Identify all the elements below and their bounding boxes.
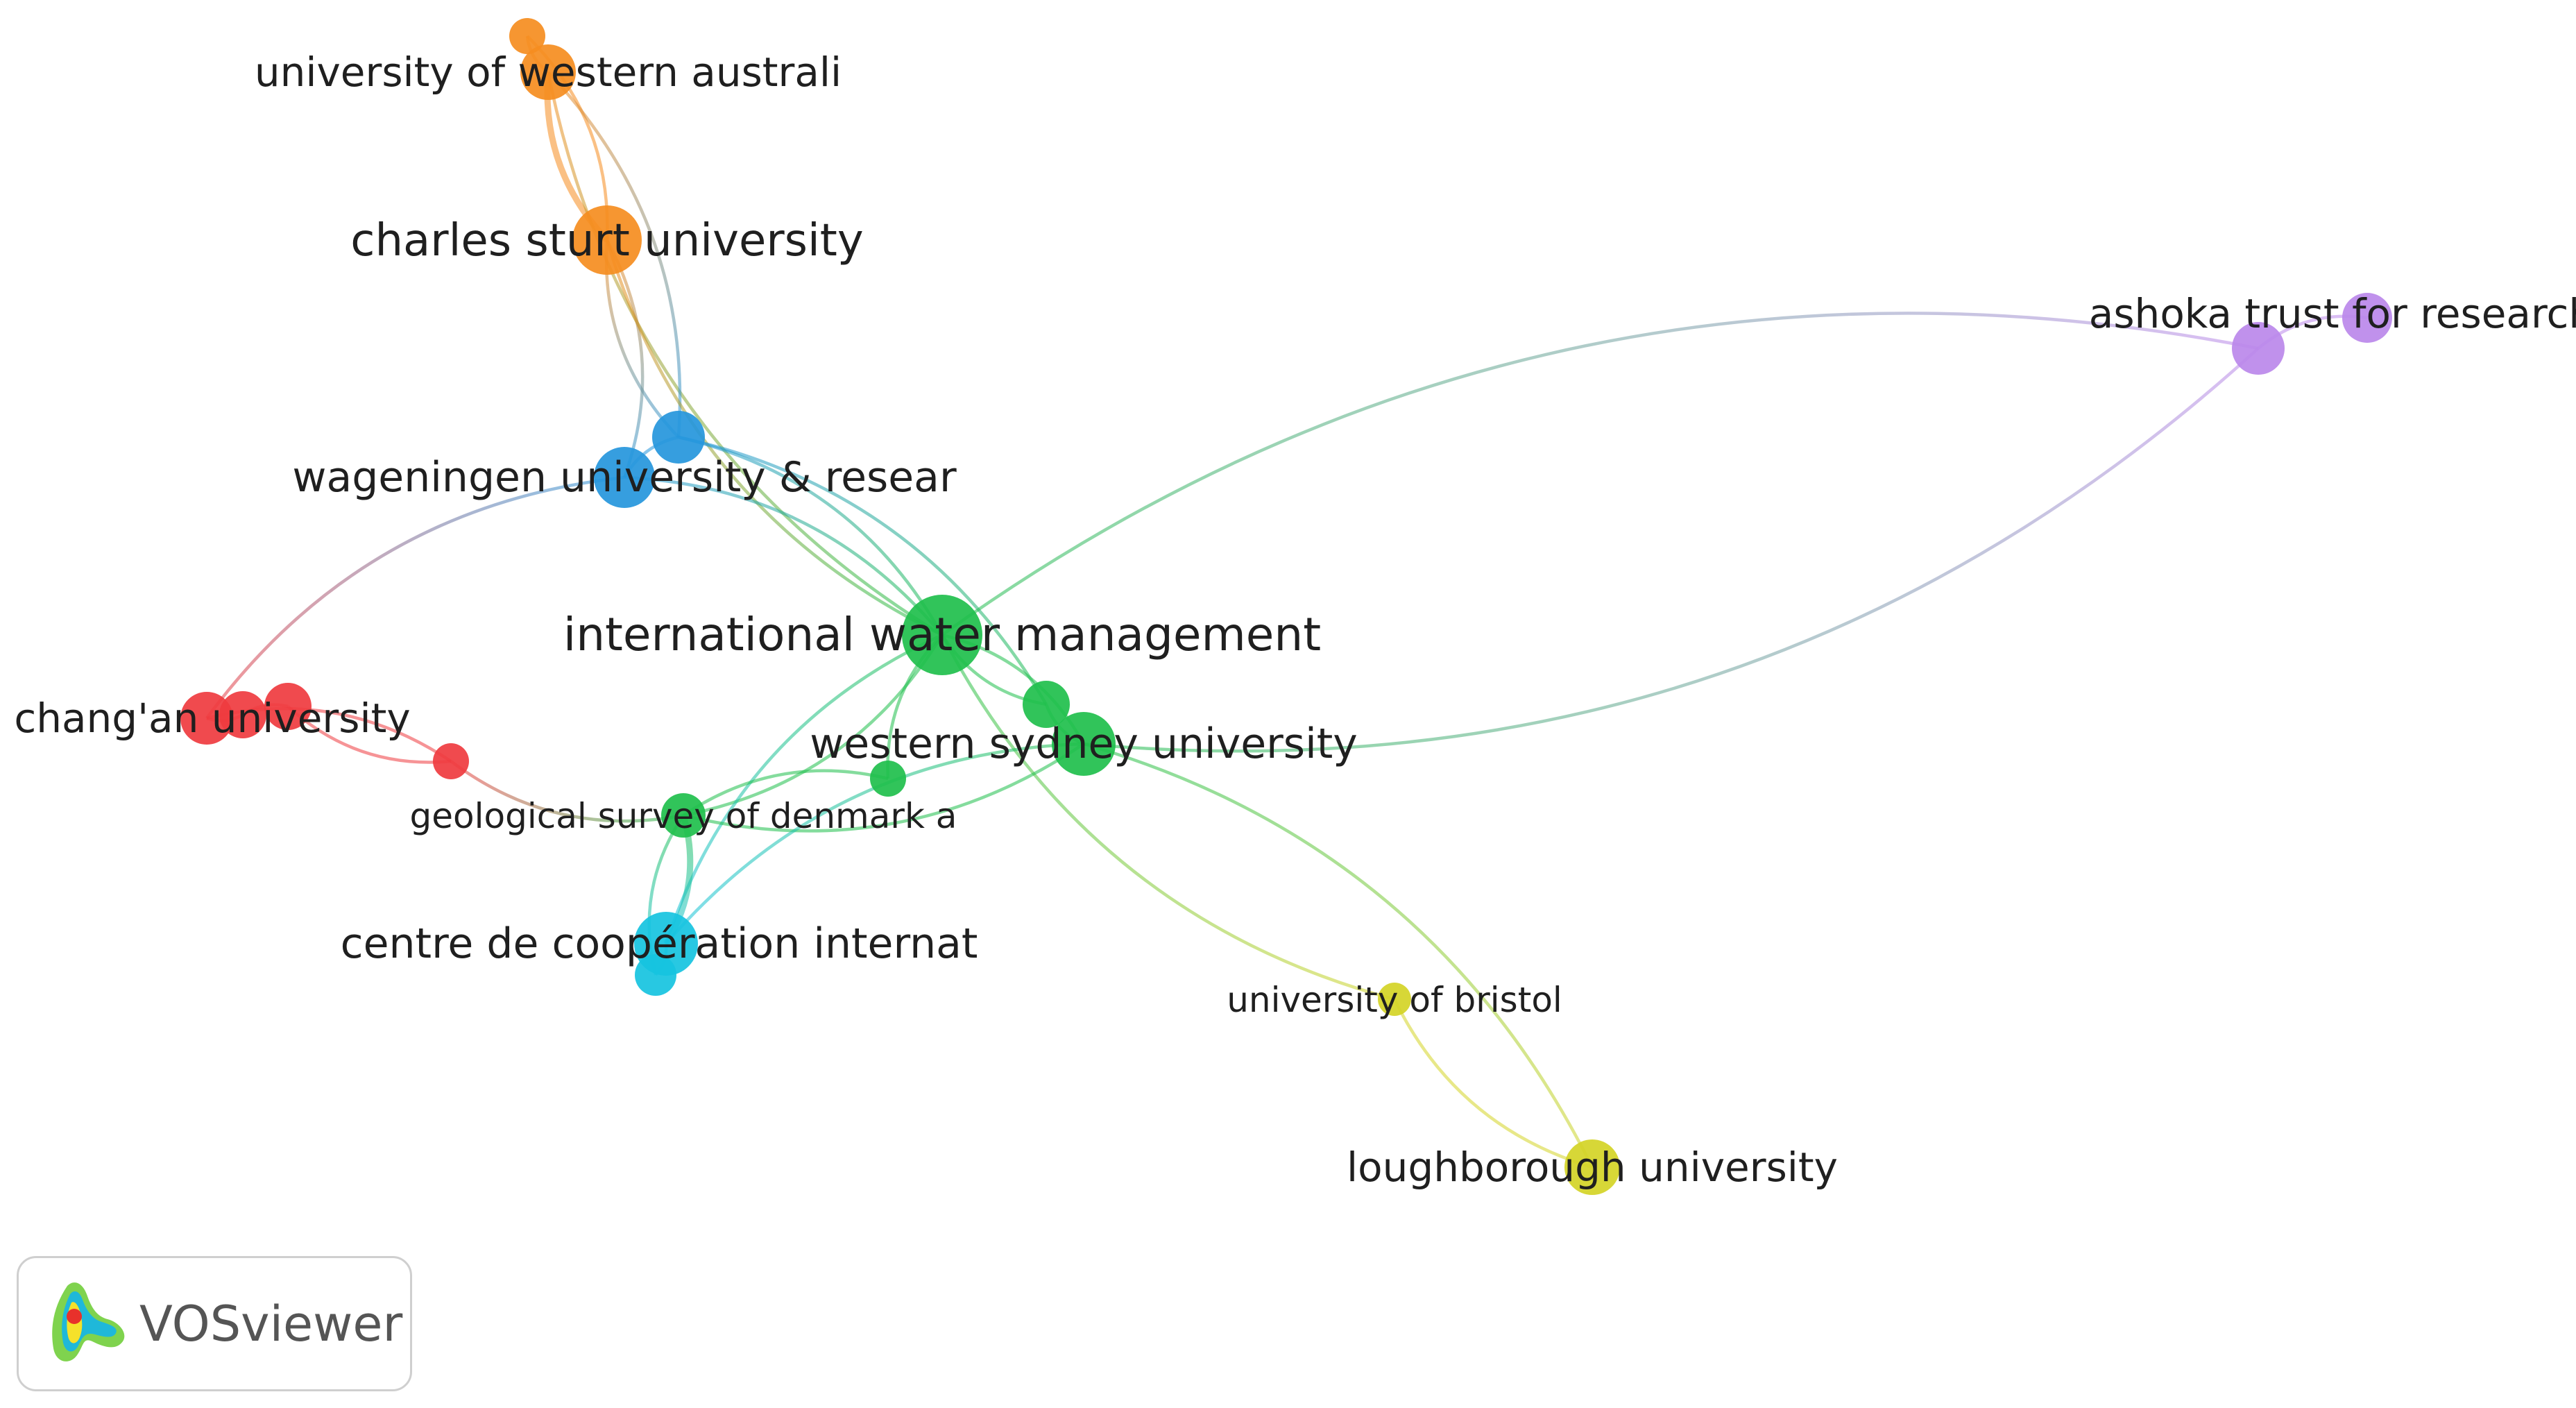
label-wur: wageningen university & resear xyxy=(292,453,957,502)
label-ashoka: ashoka trust for research xyxy=(2089,290,2576,337)
network-nodes xyxy=(180,18,2392,1195)
label-lboro: loughborough university xyxy=(1347,1144,1838,1191)
node-red2[interactable] xyxy=(219,691,266,738)
link-csu-iwmi xyxy=(605,239,943,637)
node-blue2[interactable] xyxy=(652,411,705,464)
label-geus: geological survey of denmark a xyxy=(410,796,957,836)
node-red3[interactable] xyxy=(264,683,312,730)
link-bristol-lboro xyxy=(1392,999,1593,1169)
node-wsu[interactable] xyxy=(1052,712,1116,776)
node-geus[interactable] xyxy=(661,793,706,838)
node-green3[interactable] xyxy=(870,761,906,797)
link-red4-geus xyxy=(450,760,684,823)
label-changan: chang'an university xyxy=(14,695,410,742)
node-bristol[interactable] xyxy=(1378,983,1411,1016)
node-red4[interactable] xyxy=(433,743,469,779)
link-uwa-blue2 xyxy=(547,71,682,438)
link-uwa-iwmi xyxy=(546,71,944,636)
node-cyan2[interactable] xyxy=(635,954,676,996)
vosviewer-badge-label: VOSviewer xyxy=(139,1295,403,1352)
link-iwmi-bristol xyxy=(941,634,1395,1001)
node-purple2[interactable] xyxy=(2342,293,2392,343)
link-wur-changan xyxy=(205,475,625,720)
label-csu: charles sturt university xyxy=(350,215,863,266)
node-lboro[interactable] xyxy=(1564,1139,1620,1195)
node-ashoka[interactable] xyxy=(2232,322,2285,375)
label-bristol: university of bristol xyxy=(1227,980,1562,1020)
vosviewer-badge: VOSviewer xyxy=(17,1256,412,1391)
node-green2[interactable] xyxy=(1023,681,1070,728)
node-changan[interactable] xyxy=(180,692,233,745)
link-iwmi-ashoka xyxy=(941,312,2259,636)
link-wsu-cirad xyxy=(665,742,1084,945)
link-wsu-ashoka xyxy=(1083,347,2260,753)
link-wsu-geus xyxy=(683,743,1085,833)
link-wsu-lboro xyxy=(1083,742,1594,1169)
node-uwa[interactable] xyxy=(520,44,576,100)
vosviewer-logo-icon xyxy=(52,1282,125,1362)
label-uwa: university of western australi xyxy=(255,49,842,96)
link-green3-geus xyxy=(682,769,889,817)
label-wsu: western sydney university xyxy=(810,720,1358,768)
label-iwmi: international water management xyxy=(563,608,1321,661)
node-wur[interactable] xyxy=(594,447,655,508)
network-labels: university of western australi charles st… xyxy=(14,49,2576,1191)
link-blue2-green2 xyxy=(678,435,1048,706)
link-iwmi-geus xyxy=(683,634,944,817)
node-csu[interactable] xyxy=(572,205,642,275)
node-uwa2[interactable] xyxy=(509,18,545,54)
node-iwmi[interactable] xyxy=(902,595,982,675)
link-wur-iwmi xyxy=(624,475,944,636)
label-cirad: centre de coopération internat xyxy=(341,919,978,968)
